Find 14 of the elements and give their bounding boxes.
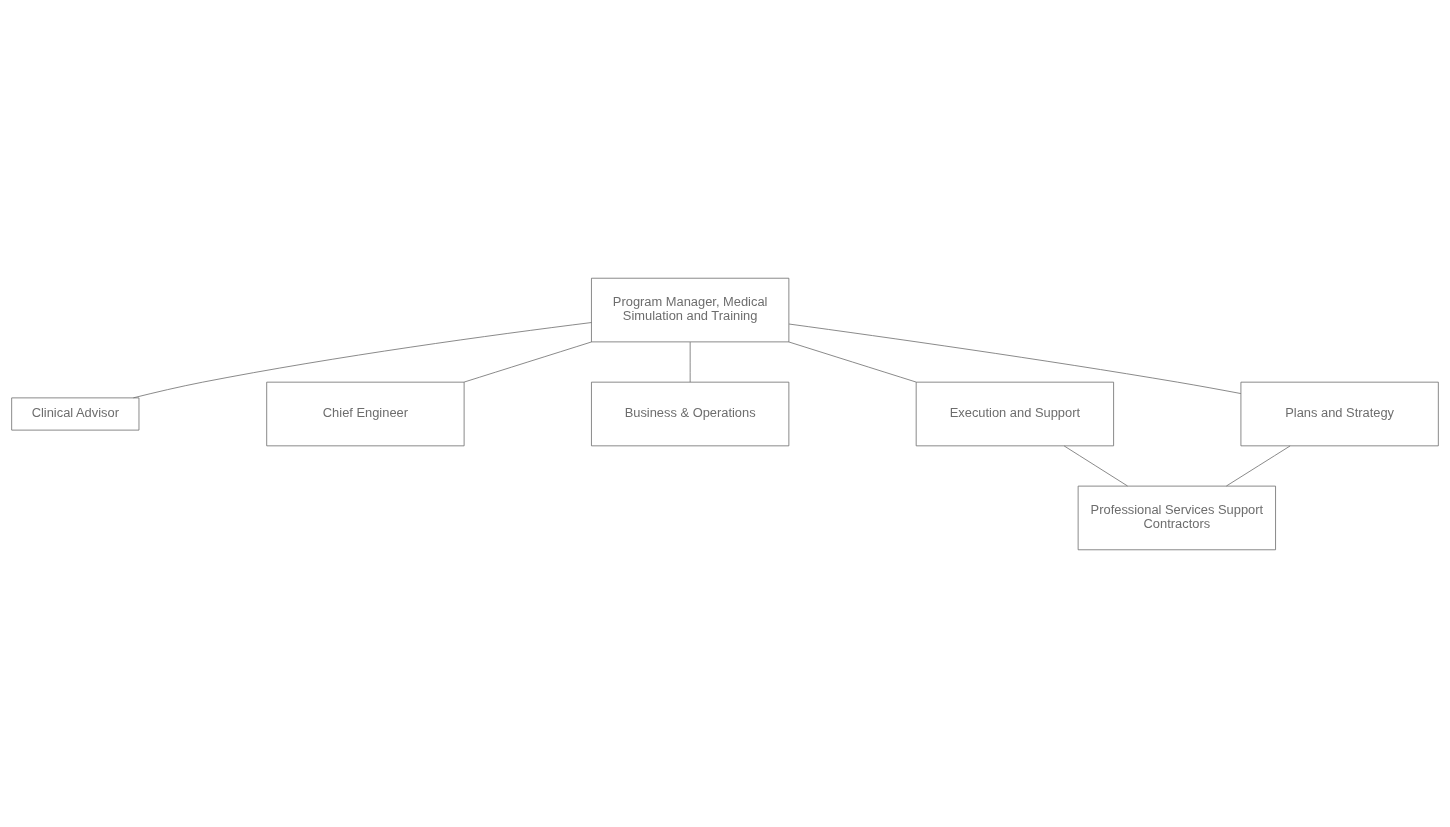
node-box: Plans and Strategy [1240,381,1439,446]
node-box: Chief Engineer [266,381,465,446]
node-box: Professional Services Support Contractors [1077,485,1276,550]
connector [1063,445,1128,486]
node-box: Execution and Support [915,381,1114,446]
connector [132,321,592,398]
connector [689,341,691,383]
connector [788,341,917,382]
node-box: Business & Operations [591,381,790,446]
connector [788,323,1242,394]
node-box: Program Manager, Medical Simulation and Training [591,277,790,342]
connector [463,341,593,382]
node-box: Clinical Advisor [11,396,140,431]
connector [1226,445,1291,486]
